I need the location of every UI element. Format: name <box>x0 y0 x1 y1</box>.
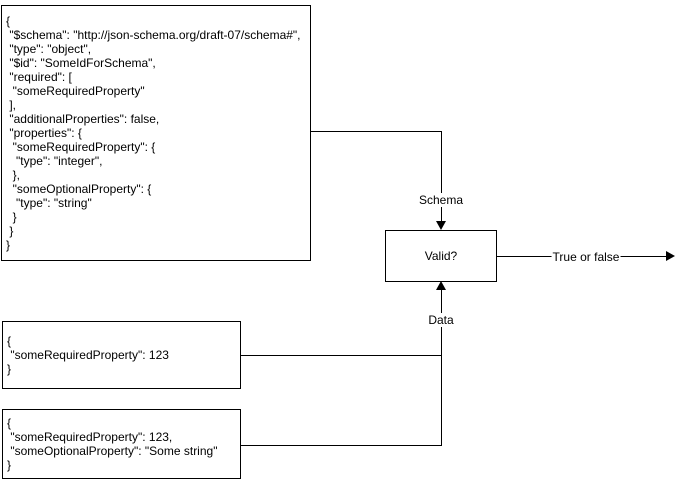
data-example-2-node: { "someRequiredProperty": 123, "someOpti… <box>2 409 241 479</box>
schema-edge-horizontal-line <box>311 131 441 132</box>
data-example-1-text: { "someRequiredProperty": 123 } <box>7 334 169 376</box>
schema-json-node: { "$schema": "http://json-schema.org/dra… <box>1 5 311 261</box>
validator-node: Valid? <box>385 230 497 282</box>
schema-edge-arrowhead-down-icon <box>436 221 446 230</box>
data-example-1-edge-line <box>241 355 441 356</box>
data-edge-vertical-line <box>441 290 442 446</box>
output-edge-label: True or false <box>551 250 621 264</box>
output-edge-arrowhead-right-icon <box>666 251 675 261</box>
schema-json-text: { "$schema": "http://json-schema.org/dra… <box>6 14 301 252</box>
data-edge-arrowhead-up-icon <box>436 281 446 290</box>
validator-node-label: Valid? <box>424 249 458 263</box>
data-example-2-text: { "someRequiredProperty": 123, "someOpti… <box>7 416 218 472</box>
schema-edge-label: Schema <box>417 193 465 207</box>
schema-edge-vertical-line <box>441 131 442 222</box>
data-example-2-edge-line <box>241 445 442 446</box>
data-example-1-node: { "someRequiredProperty": 123 } <box>2 321 241 389</box>
data-edge-label: Data <box>427 313 455 327</box>
